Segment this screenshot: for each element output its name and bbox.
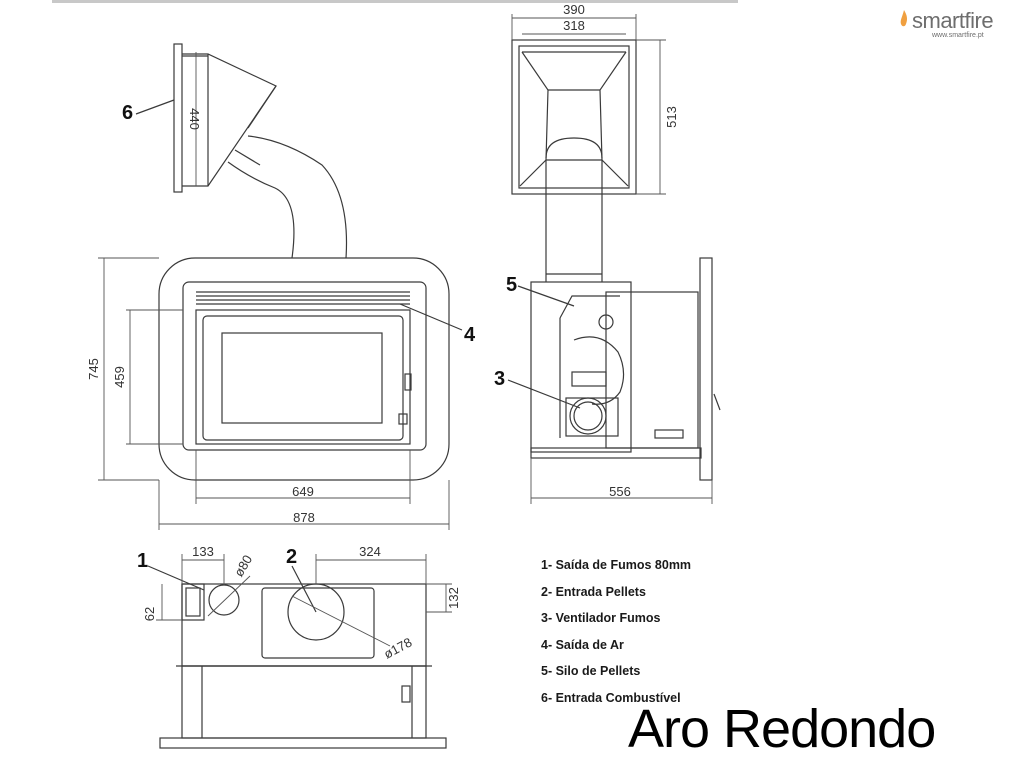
dim-top-outer-width: 390 bbox=[563, 2, 585, 17]
callout-1: 1 bbox=[137, 550, 149, 572]
brand-logo: smartfire www.smartfire.pt bbox=[900, 6, 1018, 40]
dim-flue-diameter: ø80 bbox=[231, 552, 255, 579]
legend-item: 6- Entrada Combustível bbox=[541, 690, 681, 705]
dim-flue-depth: 62 bbox=[142, 607, 157, 621]
dim-total-height: 745 bbox=[86, 358, 101, 380]
callout-6: 6 bbox=[122, 102, 134, 124]
callout-5: 5 bbox=[506, 274, 518, 296]
callout-3: 3 bbox=[494, 368, 506, 390]
side-stove-body bbox=[530, 257, 721, 481]
dim-hopper-height: 513 bbox=[664, 106, 679, 128]
dim-total-width: 878 bbox=[293, 510, 315, 525]
front-inlet-pipe bbox=[173, 43, 348, 259]
dim-pellet-depth: 132 bbox=[446, 587, 461, 609]
brand-name: smartfire bbox=[912, 8, 994, 33]
flame-icon bbox=[900, 10, 908, 27]
top-view-plan bbox=[159, 583, 447, 749]
callout-2: 2 bbox=[286, 546, 298, 568]
dim-pellet-diameter: ø178 bbox=[381, 634, 414, 661]
legend-item: 5- Silo de Pellets bbox=[541, 664, 641, 679]
callout-4: 4 bbox=[464, 324, 476, 346]
dim-top-inner-width: 318 bbox=[563, 18, 585, 33]
callout-leaders bbox=[135, 99, 581, 613]
brand-url: www.smartfire.pt bbox=[932, 32, 984, 39]
dimension-lines bbox=[98, 14, 713, 647]
model-title: Aro Redondo bbox=[628, 699, 936, 759]
dim-door-width: 649 bbox=[292, 484, 314, 499]
side-hopper bbox=[511, 39, 637, 195]
legend-item: 1- Saída de Fumos 80mm bbox=[541, 558, 692, 572]
dim-door-height: 459 bbox=[112, 366, 127, 388]
legend-item: 4- Saída de Ar bbox=[541, 637, 624, 652]
dim-pellet-offset: 324 bbox=[359, 544, 381, 559]
dim-hopper-front-height: 440 bbox=[187, 108, 202, 130]
front-stove-body bbox=[158, 257, 450, 481]
dim-flue-offset: 133 bbox=[192, 544, 214, 559]
legend: 1- Saída de Fumos 80mm 2- Entrada Pellet… bbox=[541, 556, 841, 716]
legend-item: 3- Ventilador Fumos bbox=[541, 611, 661, 626]
top-rule bbox=[52, 0, 738, 3]
dimension-labels: 390 318 513 440 745 459 649 878 556 133 … bbox=[86, 2, 679, 662]
dim-depth: 556 bbox=[609, 484, 631, 499]
side-pipe bbox=[545, 160, 603, 282]
legend-item: 2- Entrada Pellets bbox=[541, 584, 646, 599]
